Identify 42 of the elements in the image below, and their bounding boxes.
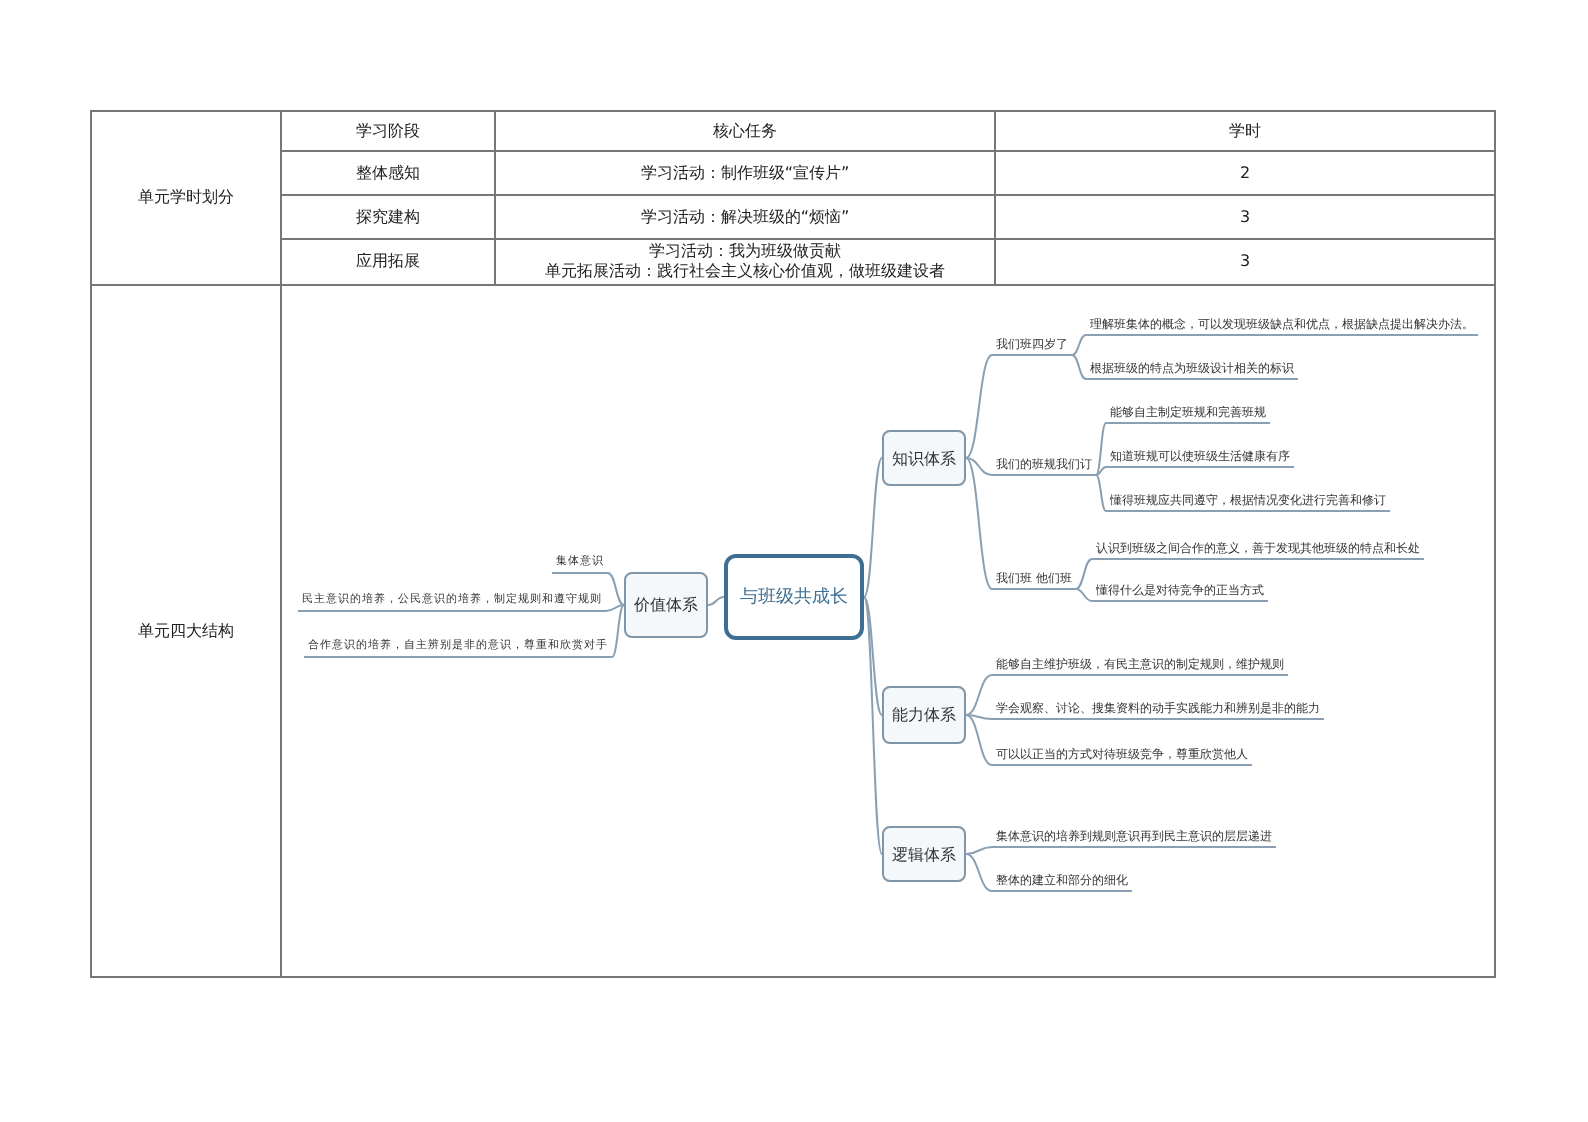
connector-curve [607, 572, 625, 606]
connector-curve [965, 457, 993, 476]
table-cell-text: 应用拓展 [354, 252, 422, 272]
connector-curve [1095, 474, 1107, 512]
connector-curve [1095, 422, 1107, 476]
connector-curve [863, 596, 883, 855]
branch-topic-box: 知识体系 [882, 430, 966, 486]
table-cell-text: 单元四大结构 [136, 619, 236, 643]
branch-topic-box: 逻辑体系 [882, 826, 966, 882]
connector-curve [965, 457, 993, 590]
table-cell-text: 学习活动：解决班级的“烦恼” [638, 207, 852, 227]
table-cell-text: 单元拓展活动：践行社会主义核心价值观，做班级建设者 [543, 262, 947, 282]
connector-curve [1095, 466, 1107, 476]
connector-curve [965, 846, 993, 855]
connector-curve [1074, 588, 1093, 602]
connector-curve [965, 674, 993, 716]
table-cell-text: 整体感知 [354, 163, 422, 183]
table-cell-text: 核心任务 [711, 121, 779, 141]
connector-curve [1074, 558, 1093, 590]
branch-topic-box: 能力体系 [882, 686, 966, 744]
table-cell-text: 探究建构 [354, 207, 422, 227]
connector-curve [1071, 354, 1087, 380]
table-cell-text: 单元学时划分 [136, 186, 236, 210]
connector-curve [863, 596, 883, 716]
central-topic-box: 与班级共成长 [724, 554, 864, 640]
table-cell-text: 学习阶段 [354, 121, 422, 141]
table-cell-text: 学习活动：制作班级“宣传片” [638, 163, 852, 183]
table-cell-text: 3 [1237, 252, 1253, 272]
table-cell-text: 3 [1237, 207, 1253, 227]
table-cell-text: 学时 [1227, 121, 1263, 141]
connector-curve [965, 354, 993, 459]
branch-topic-box: 价值体系 [624, 572, 708, 638]
connector-curve [1071, 334, 1087, 356]
connector-curve [965, 853, 993, 892]
table-cell-text: 2 [1237, 163, 1253, 183]
connector-curve [605, 604, 625, 612]
connector-curve [707, 596, 725, 606]
connector-curve [965, 714, 993, 766]
connector-curve [863, 457, 883, 598]
connector-curve [611, 604, 625, 658]
table-cell-text: 学习活动：我为班级做贡献 [647, 242, 843, 262]
connector-curve [965, 714, 993, 720]
